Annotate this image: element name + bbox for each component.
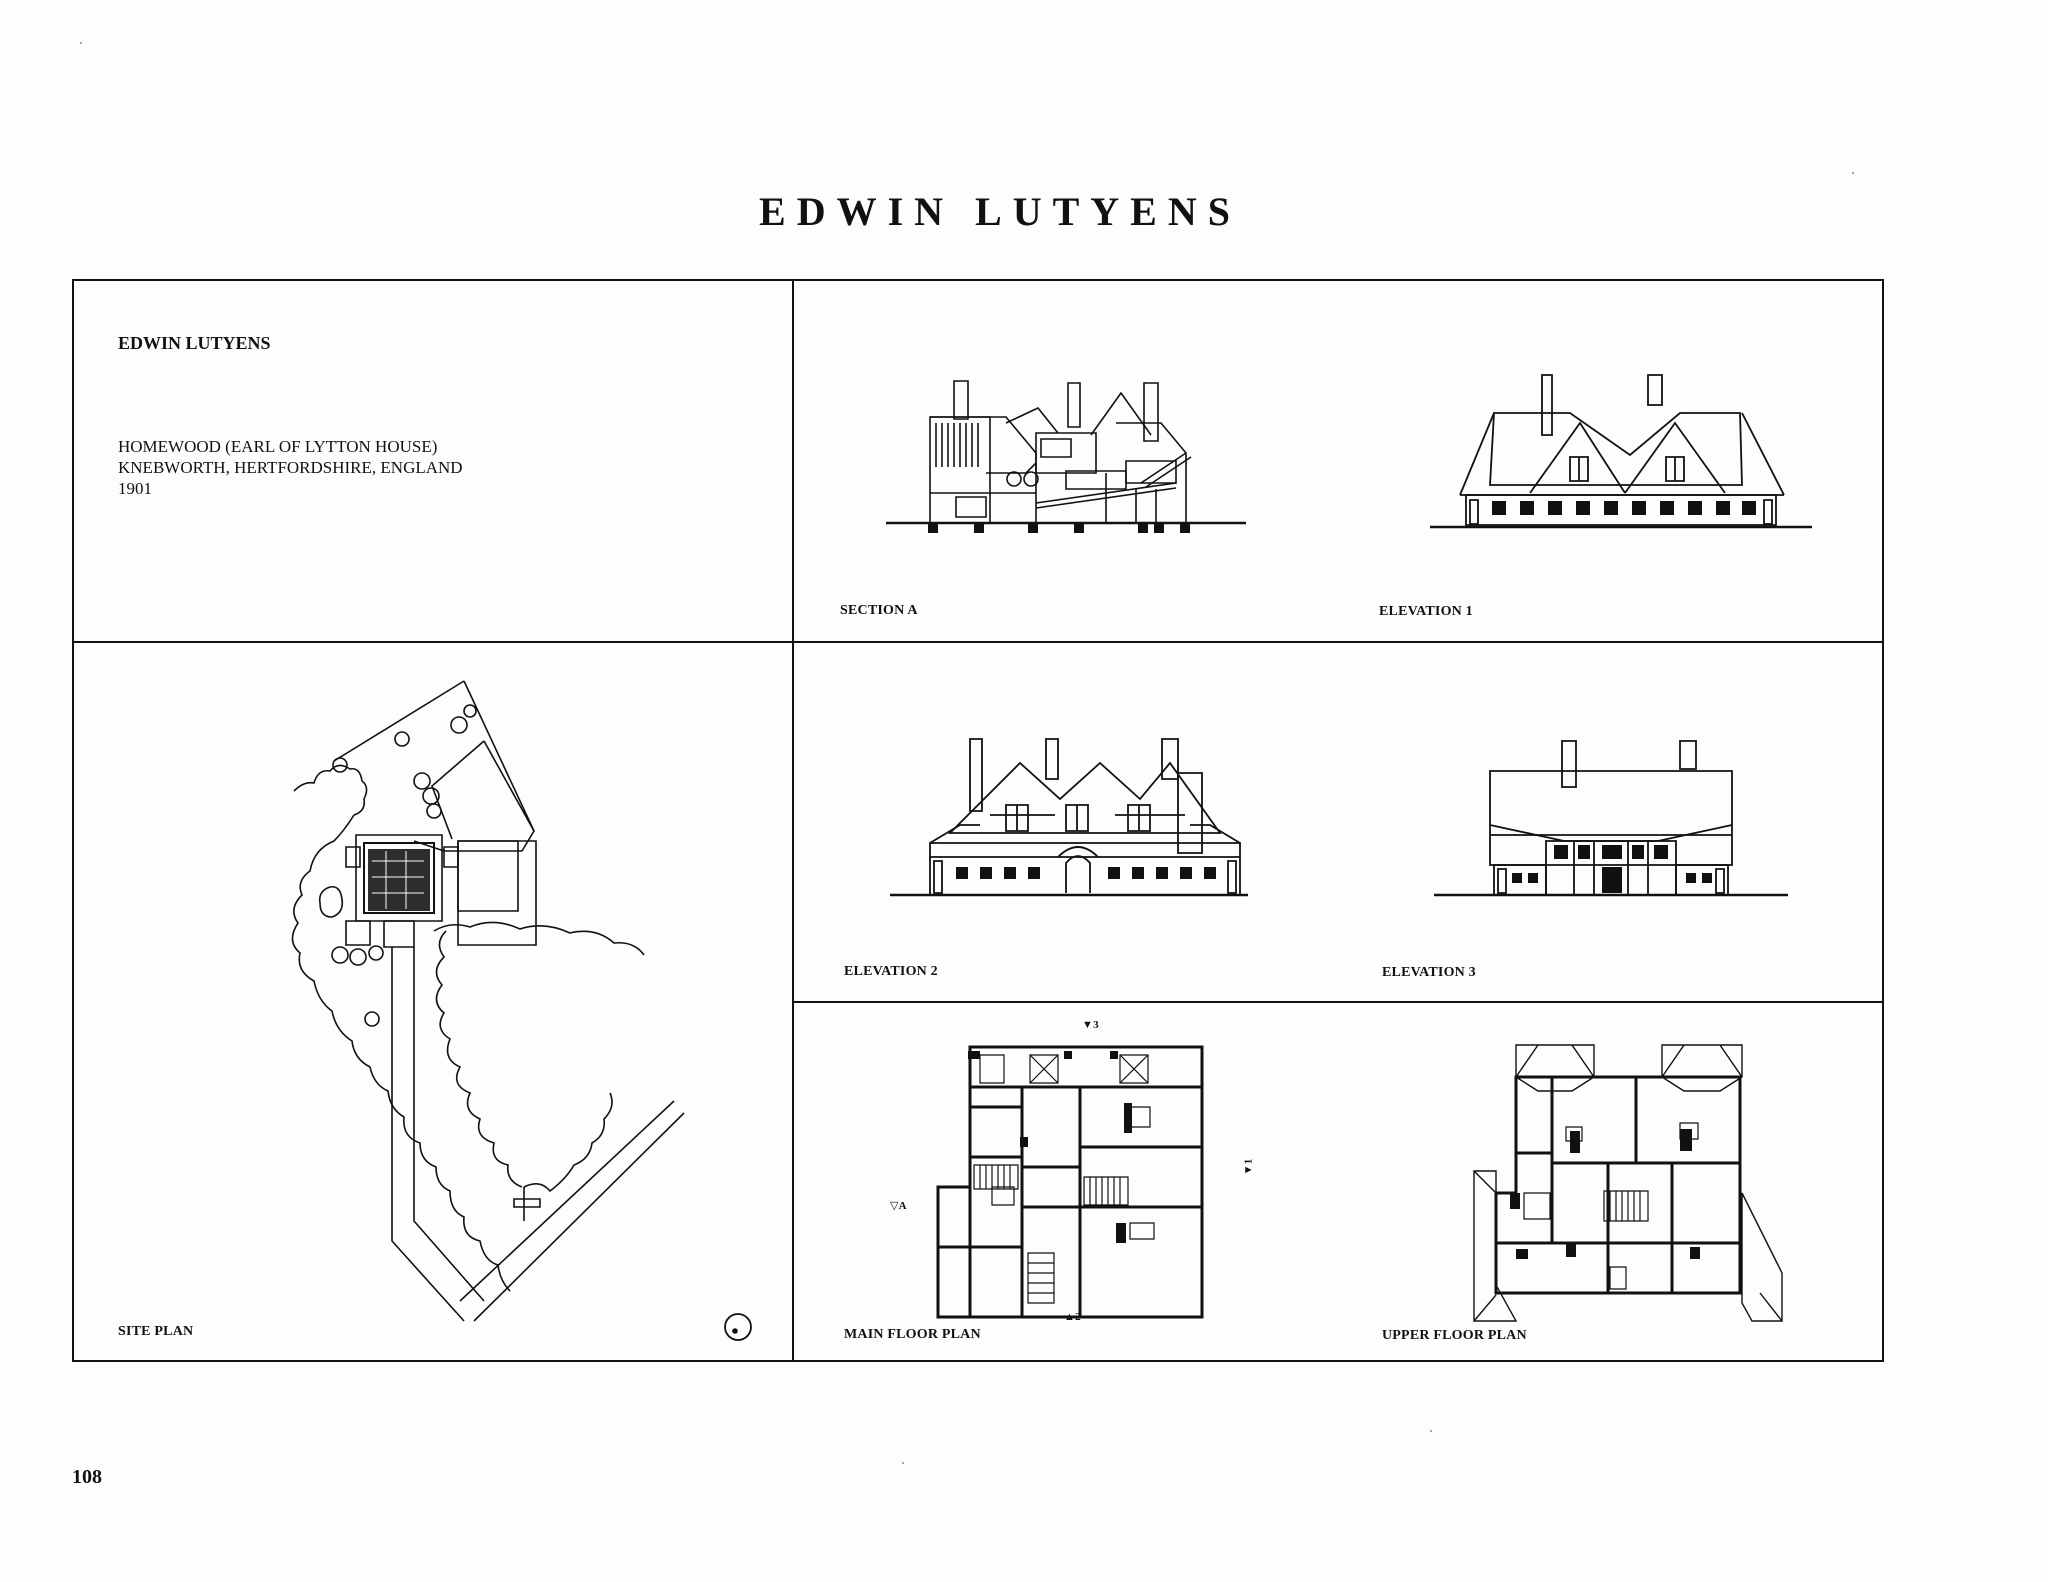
north-arrow-icon <box>722 1311 754 1343</box>
project-name: HOMEWOOD (EARL OF LYTTON HOUSE) <box>118 437 438 456</box>
scan-speck <box>1852 172 1854 174</box>
page-title: EDWIN LUTYENS <box>759 189 1241 234</box>
view-marker-a: ▽A <box>890 1200 907 1212</box>
panel-divider-vertical <box>792 281 794 1360</box>
main-floor-plan-label: MAIN FLOOR PLAN <box>844 1327 981 1342</box>
page-number: 108 <box>72 1466 102 1488</box>
site-plan-label: SITE PLAN <box>118 1324 194 1339</box>
elevation-1-drawing <box>1430 375 1814 531</box>
upper-floor-plan-label: UPPER FLOOR PLAN <box>1382 1328 1527 1343</box>
site-plan-drawing <box>274 681 684 1321</box>
section-a-drawing <box>886 373 1248 533</box>
section-a-label: SECTION A <box>840 603 918 618</box>
architect-heading: EDWIN LUTYENS <box>118 333 271 353</box>
project-info: HOMEWOOD (EARL OF LYTTON HOUSE) KNEBWORT… <box>118 436 463 499</box>
elevation-3-label: ELEVATION 3 <box>1382 965 1476 980</box>
scan-speck <box>1430 1430 1432 1432</box>
elevation-3-drawing <box>1434 737 1790 901</box>
upper-floor-plan-drawing <box>1470 1043 1792 1325</box>
panel-divider-row-2 <box>794 1001 1882 1003</box>
elevation-2-label: ELEVATION 2 <box>844 964 938 979</box>
main-floor-plan-drawing <box>930 1047 1240 1321</box>
elevation-2-drawing <box>890 733 1250 899</box>
project-year: 1901 <box>118 479 152 498</box>
scan-speck <box>80 42 82 44</box>
project-location: KNEBWORTH, HERTFORDSHIRE, ENGLAND <box>118 458 463 477</box>
drawing-sheet: EDWIN LUTYENS HOMEWOOD (EARL OF LYTTON H… <box>72 279 1884 1362</box>
panel-divider-row-1 <box>74 641 1882 643</box>
scan-speck <box>902 1462 904 1464</box>
elevation-1-label: ELEVATION 1 <box>1379 604 1473 619</box>
view-marker-2: ▲2 <box>1064 1311 1081 1323</box>
view-marker-1: ▼1 <box>1242 1158 1255 1176</box>
view-marker-3: ▼3 <box>1082 1019 1099 1031</box>
